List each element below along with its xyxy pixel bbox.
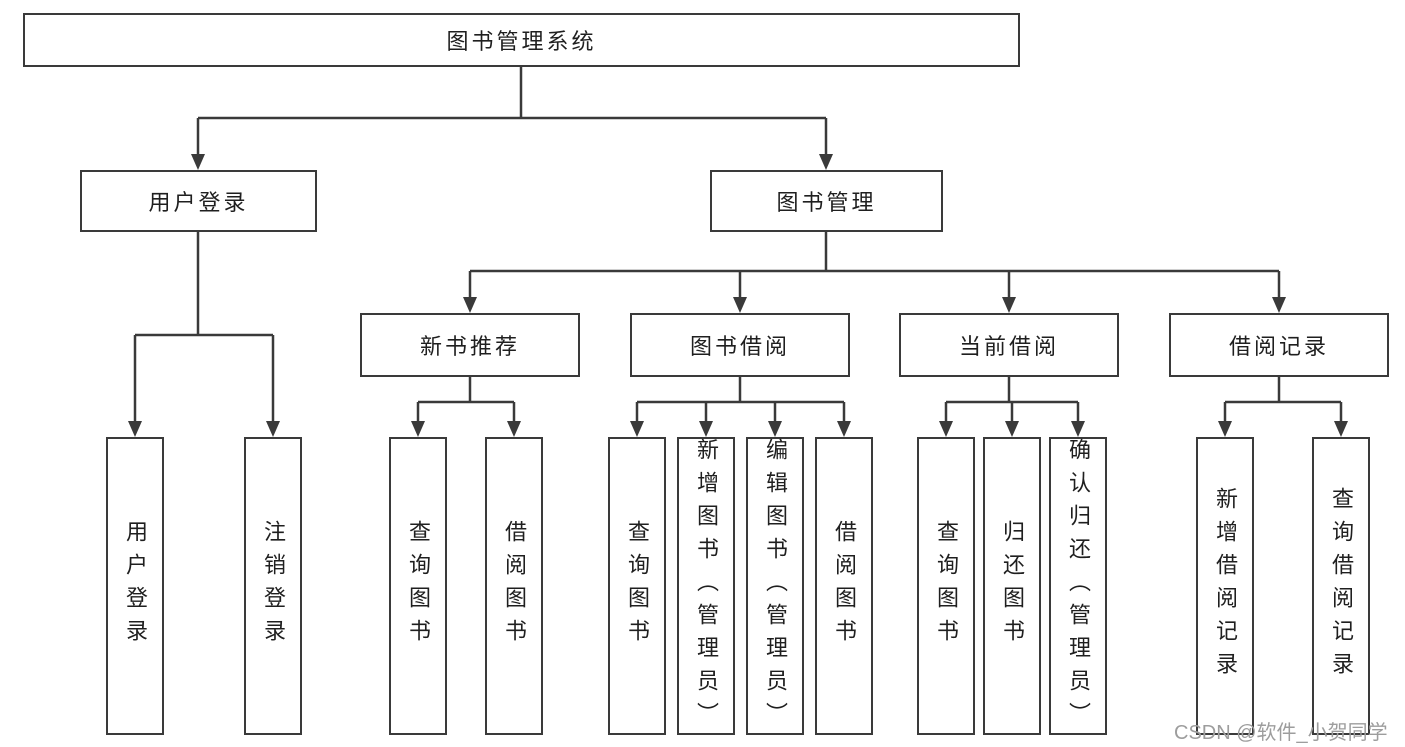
leaf-newbook-borrow-books: 借阅图书 xyxy=(485,437,543,735)
leaf-record-add-borrow-record: 新增借阅记录 xyxy=(1196,437,1254,735)
node-user-login: 用户登录 xyxy=(80,170,317,232)
leaf-newbook-query-books: 查询图书 xyxy=(389,437,447,735)
connector-book-mgmt-to-level3 xyxy=(463,232,1286,313)
csdn-watermark: CSDN @软件_小贺同学 xyxy=(1174,722,1388,744)
leaf-logout-login-label: 注销登录 xyxy=(261,520,286,652)
leaf-borrow-borrow-books-label: 借阅图书 xyxy=(832,520,857,652)
arrowhead xyxy=(819,154,833,170)
leaf-borrow-add-books-admin-label: 新增图书（管理员） xyxy=(694,437,719,735)
arrowhead xyxy=(411,421,425,437)
leaf-current-return-books-label: 归还图书 xyxy=(1000,520,1025,652)
connector-book-borrow-to-leaves xyxy=(630,377,851,437)
arrowhead xyxy=(463,297,477,313)
arrowhead xyxy=(939,421,953,437)
leaf-current-query-books: 查询图书 xyxy=(917,437,975,735)
leaf-user-login-label: 用户登录 xyxy=(123,520,148,652)
leaf-record-query-borrow-record-label: 查询借阅记录 xyxy=(1329,487,1354,685)
leaf-borrow-edit-books-admin: 编辑图书（管理员） xyxy=(746,437,804,735)
leaf-current-return-books: 归还图书 xyxy=(983,437,1041,735)
arrowhead xyxy=(1334,421,1348,437)
arrowhead xyxy=(1272,297,1286,313)
connector-current-borrow-to-leaves xyxy=(939,377,1085,437)
leaf-current-confirm-return-admin: 确认归还（管理员） xyxy=(1049,437,1107,735)
arrowhead xyxy=(837,421,851,437)
leaf-record-query-borrow-record: 查询借阅记录 xyxy=(1312,437,1370,735)
arrowhead xyxy=(768,421,782,437)
leaf-record-add-borrow-record-label: 新增借阅记录 xyxy=(1213,487,1238,685)
node-book-borrow-label: 图书借阅 xyxy=(689,334,790,359)
node-root-label: 图书管理系统 xyxy=(446,29,597,54)
connector-borrow-record-to-leaves xyxy=(1218,377,1348,437)
leaf-newbook-query-books-label: 查询图书 xyxy=(406,520,431,652)
leaf-borrow-edit-books-admin-label: 编辑图书（管理员） xyxy=(763,437,788,735)
leaf-borrow-query-books: 查询图书 xyxy=(608,437,666,735)
node-book-management: 图书管理 xyxy=(710,170,943,232)
leaf-borrow-query-books-label: 查询图书 xyxy=(625,520,650,652)
leaf-current-query-books-label: 查询图书 xyxy=(934,520,959,652)
arrowhead xyxy=(507,421,521,437)
node-borrow-record-label: 借阅记录 xyxy=(1228,334,1329,359)
connector-user-login-to-leaves xyxy=(128,232,280,437)
arrowhead xyxy=(266,421,280,437)
leaf-borrow-borrow-books: 借阅图书 xyxy=(815,437,873,735)
arrowhead xyxy=(1005,421,1019,437)
connector-new-book-to-leaves xyxy=(411,377,521,437)
arrowhead xyxy=(630,421,644,437)
leaf-borrow-add-books-admin: 新增图书（管理员） xyxy=(677,437,735,735)
node-new-book-recommend: 新书推荐 xyxy=(360,313,580,377)
connector-root-to-level2 xyxy=(191,67,833,170)
arrowhead xyxy=(1002,297,1016,313)
node-book-borrow: 图书借阅 xyxy=(630,313,850,377)
leaf-current-confirm-return-admin-label: 确认归还（管理员） xyxy=(1066,437,1091,735)
arrowhead xyxy=(1071,421,1085,437)
node-current-borrow: 当前借阅 xyxy=(899,313,1119,377)
leaf-newbook-borrow-books-label: 借阅图书 xyxy=(502,520,527,652)
arrowhead xyxy=(733,297,747,313)
leaf-user-login: 用户登录 xyxy=(106,437,164,735)
node-borrow-record: 借阅记录 xyxy=(1169,313,1389,377)
node-current-borrow-label: 当前借阅 xyxy=(958,334,1059,359)
node-user-login-label: 用户登录 xyxy=(148,190,249,215)
leaf-logout-login: 注销登录 xyxy=(244,437,302,735)
node-book-management-label: 图书管理 xyxy=(776,190,877,215)
arrowhead xyxy=(1218,421,1232,437)
arrowhead xyxy=(191,154,205,170)
node-new-book-recommend-label: 新书推荐 xyxy=(419,334,520,359)
arrowhead xyxy=(128,421,142,437)
arrowhead xyxy=(699,421,713,437)
node-root-system: 图书管理系统 xyxy=(23,13,1020,67)
